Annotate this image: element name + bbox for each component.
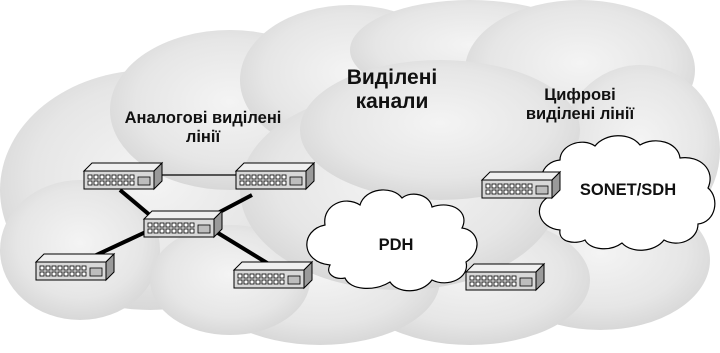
- pdh-label: PDH: [378, 236, 414, 254]
- network-switch-icon: [481, 171, 561, 199]
- pdh-cloud: [306, 189, 478, 292]
- network-switch-icon: [83, 162, 163, 190]
- link-d: [216, 231, 274, 268]
- sonet-sdh-label: SONET/SDH: [579, 181, 677, 199]
- sonet-sdh-cloud: [538, 135, 716, 251]
- network-switch-icon: [465, 263, 545, 291]
- digital-lines-line1: Цифрові: [544, 86, 616, 104]
- leased-channels-line1: Виділені: [346, 66, 438, 89]
- network-switch-icon: [235, 162, 315, 190]
- network-switch-icon: [35, 253, 115, 281]
- analog-lines-label: Аналогові виділені лінії: [92, 109, 314, 147]
- digital-lines-line2: виділені лінії: [525, 104, 635, 123]
- network-switch-icon: [233, 261, 313, 289]
- analog-lines-line2: лінії: [185, 127, 221, 146]
- digital-lines-label: Цифрові виділені лінії: [500, 86, 660, 124]
- leased-channels-line2: канали: [355, 90, 429, 114]
- link-c: [89, 228, 151, 260]
- leased-channels-label: Виділені канали: [330, 66, 454, 114]
- analog-lines-line1: Аналогові виділені: [124, 109, 282, 127]
- network-switch-icon: [143, 210, 223, 238]
